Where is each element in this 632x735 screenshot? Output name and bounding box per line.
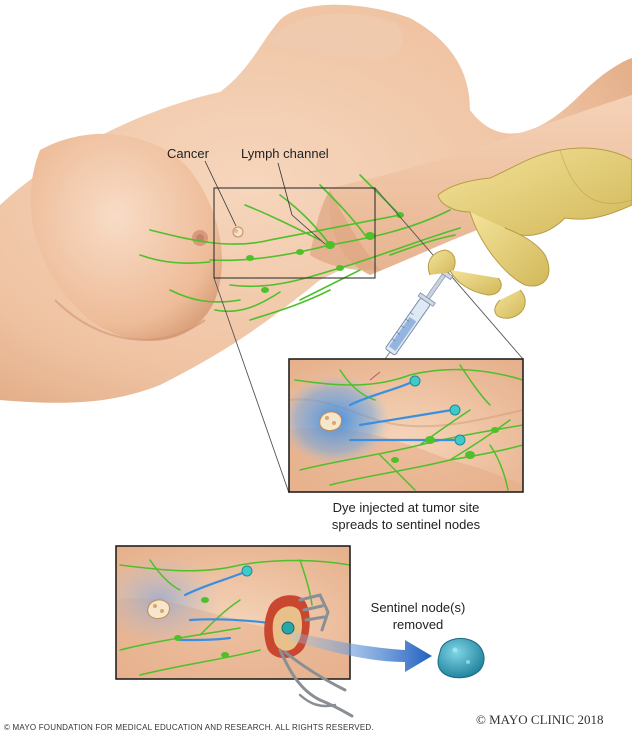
zoom-region-box (213, 187, 376, 279)
lymph-channel-label: Lymph channel (241, 146, 329, 161)
copyright-mayo-clinic: © MAYO CLINIC 2018 (476, 712, 604, 727)
sentinel-caption: Sentinel node(s) removed (352, 599, 484, 633)
tumor (232, 226, 244, 238)
lymph-node-icon (437, 638, 485, 679)
surgical-incision (264, 595, 310, 659)
cancer-leader-line (204, 160, 237, 227)
cancer-label: Cancer (167, 146, 209, 161)
node-removal-inset (115, 545, 351, 680)
dye-caption-line-2: spreads to sentinel nodes (331, 517, 481, 532)
arrow-right-icon (290, 632, 432, 672)
lymph-channel-leader-line (277, 162, 293, 216)
surgical-retractor-icon (278, 593, 354, 718)
copyright-foundation: © MAYO FOUNDATION FOR MEDICAL EDUCATION … (4, 723, 374, 732)
inset-frame (288, 358, 524, 493)
gloved-hand-icon (427, 147, 632, 319)
tumor-inset-2 (147, 599, 170, 619)
lymph-nodes (246, 212, 404, 293)
zoom-connector-left (213, 277, 290, 494)
sentinel-caption-line-1: Sentinel node(s) (370, 600, 466, 615)
dye-caption: Dye injected at tumor site spreads to se… (289, 499, 523, 533)
dye-injection-inset (288, 358, 524, 493)
tumor-inset (319, 411, 342, 431)
sentinel-caption-line-2: removed (392, 617, 444, 632)
inset-frame-2 (115, 545, 351, 680)
dye-caption-line-1: Dye injected at tumor site (332, 500, 480, 515)
